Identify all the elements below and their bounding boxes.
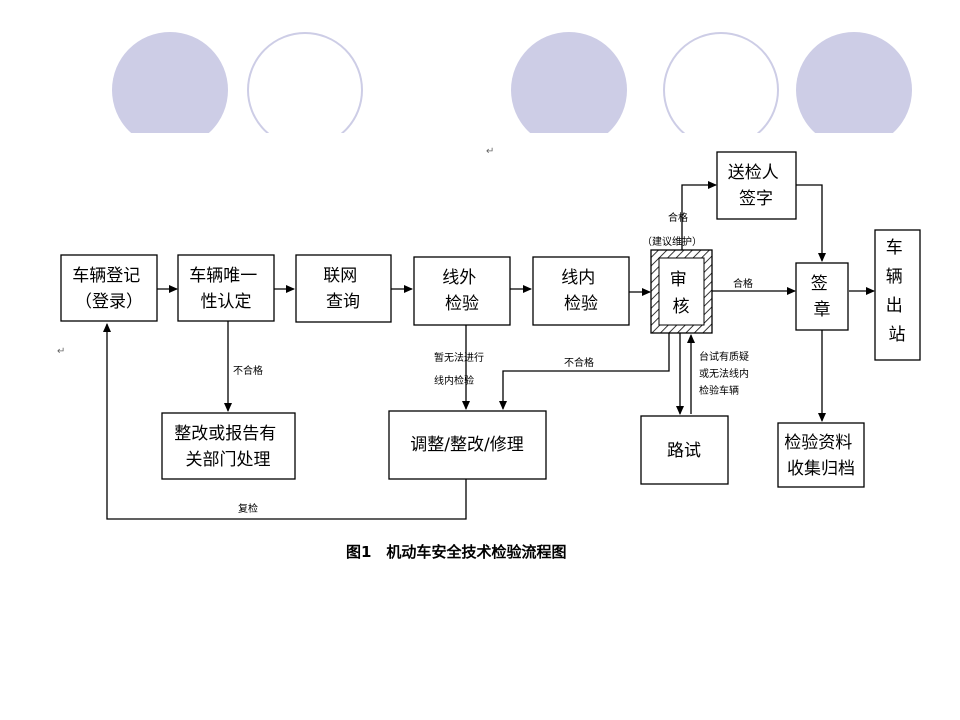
- connectors: [103, 181, 875, 520]
- paragraph-mark: ↵: [57, 346, 65, 357]
- box-stamp-frame: [795, 262, 849, 331]
- arrow-review-sender: [681, 181, 717, 250]
- decor-circle: [511, 32, 627, 148]
- label-cannot-inline: 暂无法进行 线内检验: [434, 351, 487, 387]
- arrow-recheck: [103, 323, 467, 520]
- box-online-query-frame: [295, 254, 392, 323]
- box-rectify-report: 整改或报告有 关部门处理: [174, 424, 281, 470]
- box-outside-inspect: 线外 检验: [442, 268, 481, 314]
- box-adjust-repair: 调整/整改/修理: [410, 435, 523, 455]
- box-identify: 车辆唯一 性认定: [189, 266, 262, 312]
- box-exit-frame: [874, 229, 921, 361]
- label-recheck: 复检: [238, 502, 258, 515]
- box-online-query: 联网 查询: [323, 266, 362, 312]
- box-stamp: 签 章: [811, 274, 833, 320]
- box-road-test-frame: [640, 415, 729, 485]
- paragraph-mark: ↵: [486, 146, 494, 157]
- box-adjust-repair-frame: [388, 410, 547, 480]
- box-review: 审 核: [670, 270, 692, 317]
- label-suggest-maintain: （建议维护）: [642, 235, 702, 248]
- box-identify-frame: [177, 254, 275, 322]
- box-inside-inspect-frame: [532, 256, 630, 326]
- decor-cover: [0, 133, 960, 163]
- label-doubt: 台试有质疑 或无法线内 检验车辆: [699, 350, 752, 397]
- box-rectify-report-frame: [161, 412, 296, 480]
- box-register: 车辆登记 （登录）: [72, 266, 145, 312]
- arrow-review-adjust: [499, 333, 670, 410]
- arrow-sender-stamp: [796, 184, 826, 262]
- box-outside-inspect-frame: [413, 256, 511, 326]
- box-road-test: 路试: [667, 441, 701, 461]
- box-review-inner: [658, 257, 705, 326]
- label-unqualified-mid: 不合格: [564, 356, 594, 369]
- label-unqualified-left: 不合格: [233, 364, 263, 377]
- decor-circle: [112, 32, 228, 148]
- label-qualified-top: 合格: [668, 211, 688, 224]
- box-register-frame: [60, 254, 158, 322]
- figure-caption: 图1 机动车安全技术检验流程图: [346, 543, 566, 561]
- decor-circle: [796, 32, 912, 148]
- decor-circle: [663, 32, 779, 148]
- box-inside-inspect: 线内 检验: [561, 268, 600, 314]
- box-sender-sign: 送检人 签字: [728, 163, 784, 209]
- decor-circle: [247, 32, 363, 148]
- box-archive: 检验资料 收集归档: [784, 433, 857, 479]
- box-archive-frame: [777, 422, 865, 488]
- box-exit: 车 辆 出 站: [886, 238, 908, 345]
- label-qualified-right: 合格: [733, 277, 753, 290]
- box-sender-sign-frame: [716, 151, 797, 220]
